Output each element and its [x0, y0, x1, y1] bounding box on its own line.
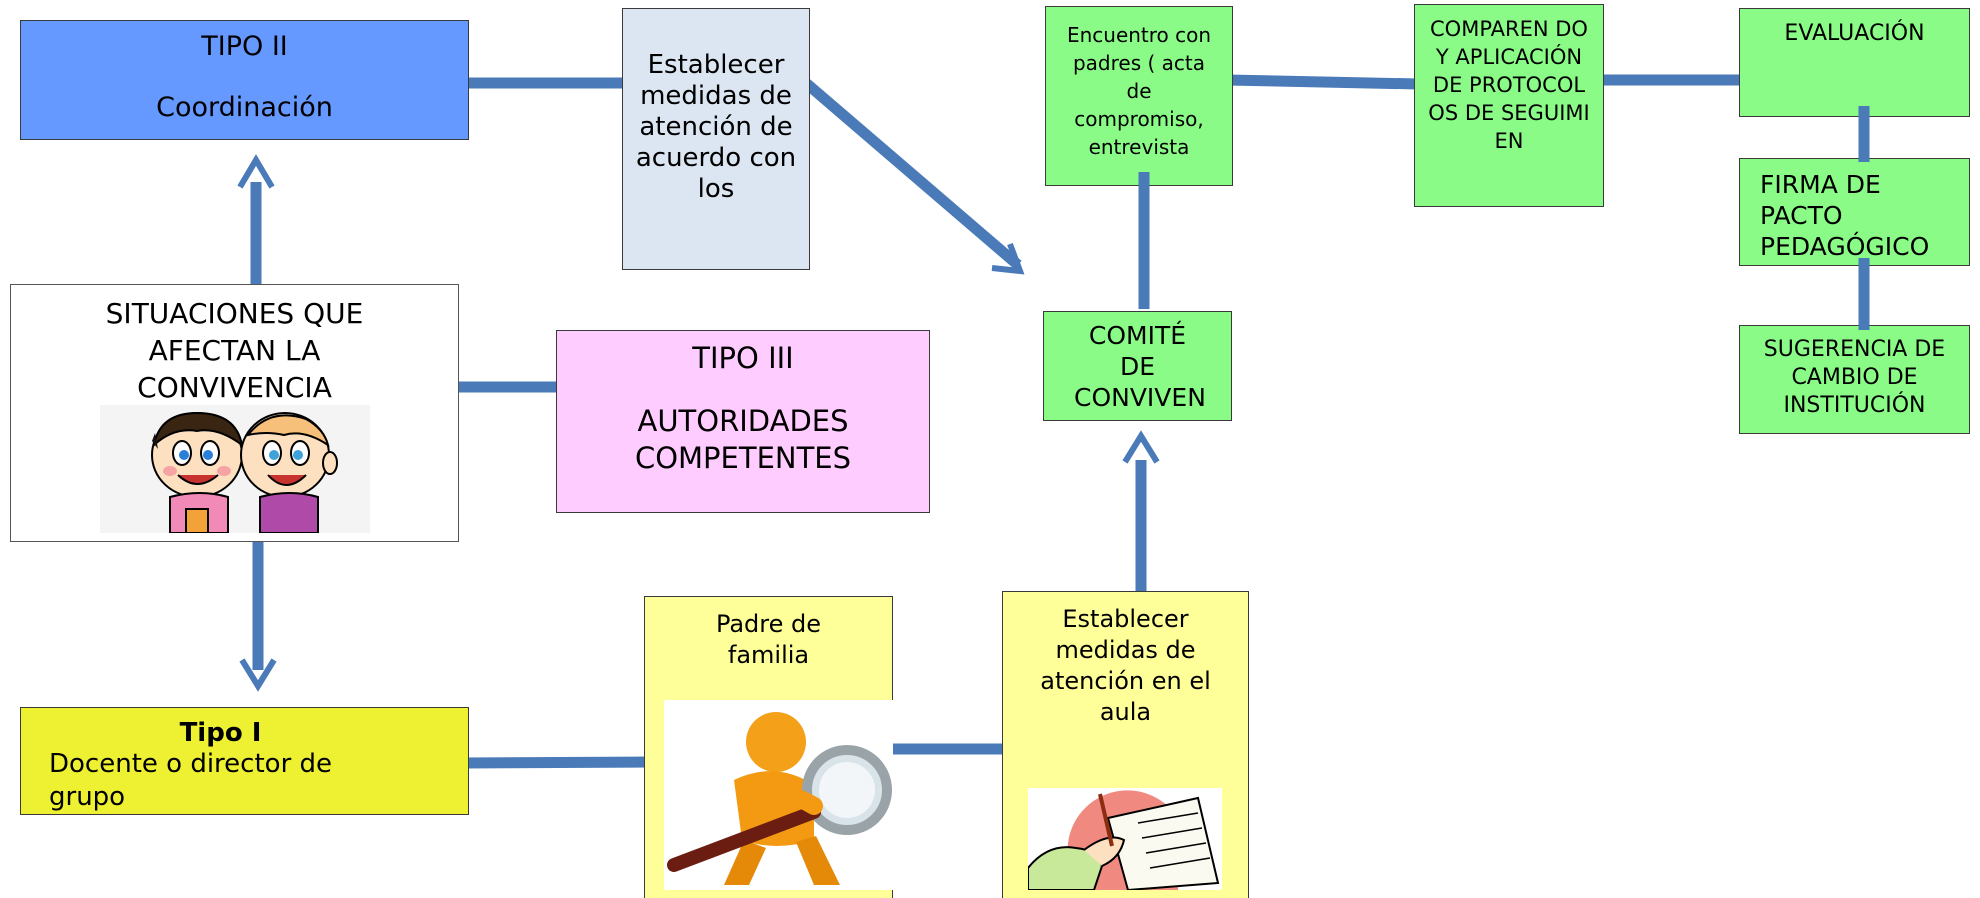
tipo2-box: TIPO II Coordinación	[20, 20, 469, 140]
medidas-top-box: Establecer medidas de atención de acuerd…	[622, 8, 810, 270]
arrowhead-to-tipo1	[239, 658, 277, 692]
evaluacion-box: EVALUACIÓN	[1739, 8, 1970, 117]
medidas-aula-text: Establecer medidas de atención en el aul…	[1040, 605, 1211, 726]
firma-box: FIRMA DE PACTO PEDAGÓGICO	[1739, 158, 1970, 266]
evaluacion-text: EVALUACIÓN	[1784, 21, 1925, 46]
comite-box: COMITÉ DE CONVIVEN	[1043, 311, 1232, 421]
firma-text: FIRMA DE PACTO PEDAGÓGICO	[1760, 170, 1930, 261]
sugerencia-box: SUGERENCIA DE CAMBIO DE INSTITUCIÓN	[1739, 325, 1970, 434]
arrowhead-to-tipo2	[237, 154, 275, 189]
encuentro-text: Encuentro con padres ( acta de compromis…	[1066, 23, 1212, 159]
tipo2-subtitle: Coordinación	[156, 92, 333, 123]
padre-text: Padre de familia	[715, 610, 822, 669]
writing-hand-illustration	[1028, 788, 1222, 890]
tipo2-title: TIPO II	[201, 31, 288, 62]
connector-tipo1-padre	[464, 756, 651, 769]
encuentro-box: Encuentro con padres ( acta de compromis…	[1045, 6, 1233, 186]
connector-encuentro-comparendo	[1226, 74, 1419, 90]
tipo1-subtitle: Docente o director de grupo	[49, 749, 333, 812]
children-illustration	[100, 405, 370, 533]
situaciones-text: SITUACIONES QUE AFECTAN LA CONVIVENCIA	[105, 297, 364, 404]
tipo3-box: TIPO III AUTORIDADES COMPETENTES	[556, 330, 930, 513]
medidas-top-text: Establecer medidas de atención de acuerd…	[635, 50, 797, 204]
tipo1-box: Tipo I Docente o director de grupo	[20, 707, 469, 815]
sugerencia-text: SUGERENCIA DE CAMBIO DE INSTITUCIÓN	[1763, 337, 1946, 418]
arrowhead-to-comite	[1122, 430, 1160, 464]
tipo3-title: TIPO III	[692, 341, 794, 375]
tipo1-title: Tipo I	[179, 718, 262, 748]
comparendo-box: COMPAREN DO Y APLICACIÓN DE PROTOCOL OS …	[1414, 4, 1604, 207]
connector-medidas-comite	[802, 78, 1022, 270]
magnifier-person-illustration	[664, 700, 893, 890]
tipo3-subtitle: AUTORIDADES COMPETENTES	[634, 404, 852, 475]
arrowhead-to-comite-diag	[991, 242, 1025, 275]
comite-text: COMITÉ DE CONVIVEN	[1074, 321, 1206, 412]
comparendo-text: COMPAREN DO Y APLICACIÓN DE PROTOCOL OS …	[1428, 17, 1590, 153]
